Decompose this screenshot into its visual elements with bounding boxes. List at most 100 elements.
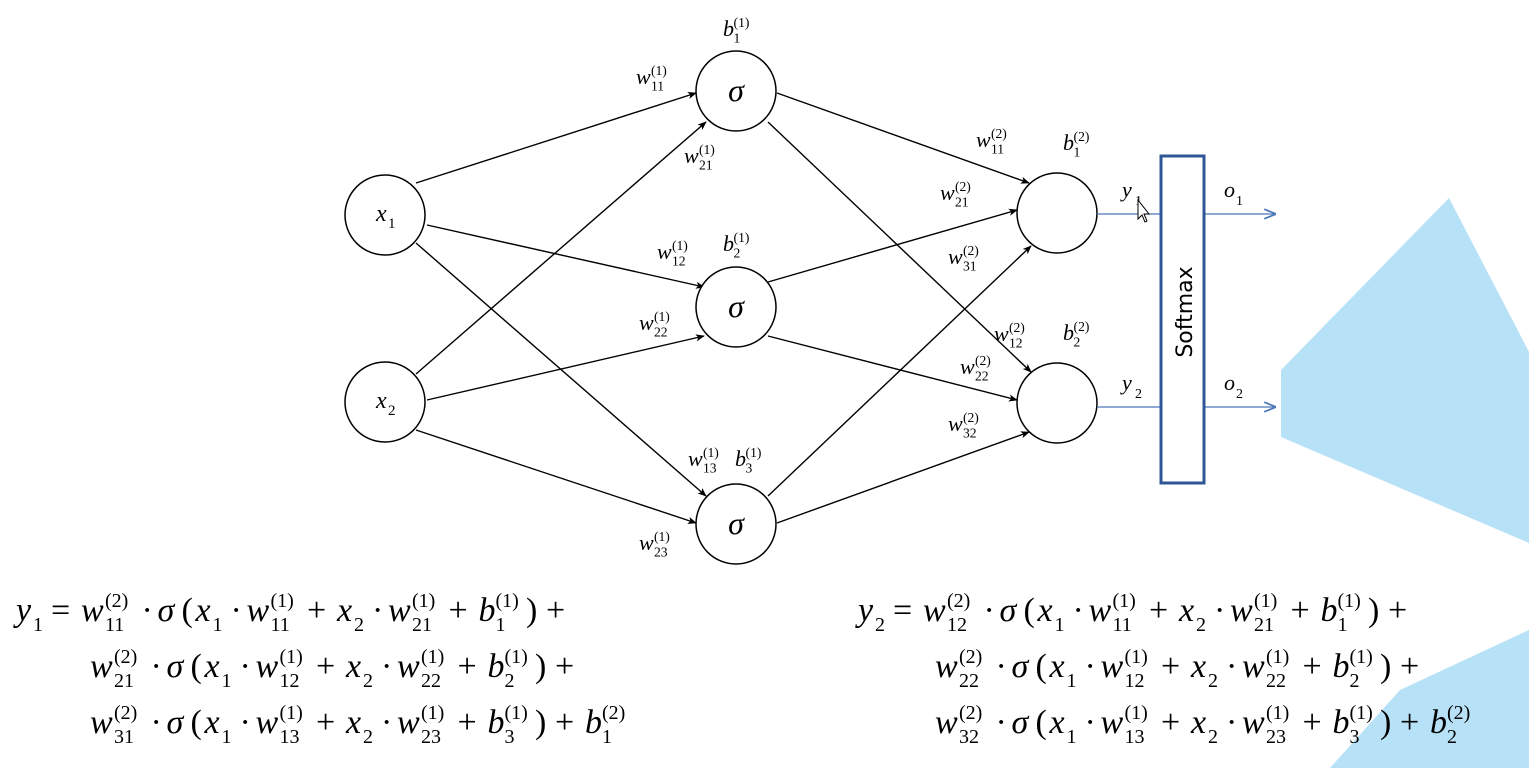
edge-h2-o2 [767, 335, 1018, 402]
svg-text:y: y [1120, 370, 1132, 395]
label-w13-1-base: w [688, 446, 703, 471]
eq-token: · [240, 648, 251, 685]
label-w13-1: w(1)13 [688, 445, 719, 476]
eq-token: + [316, 704, 335, 741]
eq-sub: 23 [421, 726, 441, 748]
eq-token: x [1037, 592, 1053, 629]
eq-token: x [336, 592, 352, 629]
eq-token: · [996, 648, 1007, 685]
eq-token: x [1190, 704, 1206, 741]
eq-token: σ [158, 592, 176, 629]
edge-h1-o2 [767, 121, 1032, 373]
input-node-x1: x 1 [344, 174, 426, 256]
label-b2-1-base: b [723, 231, 734, 256]
eq-sup: (1) [421, 646, 444, 668]
label-b2-1-sub: 2 [734, 246, 741, 261]
eq-sub: 3 [505, 726, 515, 748]
label-w22-1-base: w [639, 310, 654, 335]
label-b3-1: b(1)3 [735, 445, 761, 476]
eq-token: ) [1380, 648, 1391, 685]
output-node-1 [1016, 172, 1098, 254]
eq-sub: 21 [1254, 614, 1274, 636]
eq-token: x [345, 704, 361, 741]
eq-token: w [388, 592, 411, 629]
eq-token: + [307, 592, 326, 629]
label-w31-2-sup: (2) [963, 243, 979, 259]
eq-sup: (1) [1254, 590, 1277, 612]
label-b3-1-sup: (1) [746, 445, 762, 461]
label-b2-1: b(1)2 [723, 230, 749, 261]
eq-token: · [1226, 704, 1237, 741]
label-w21-1-base: w [684, 143, 699, 168]
eq-token: · [231, 592, 242, 629]
eq-sub: 31 [114, 726, 134, 748]
eq-sup: (1) [1338, 590, 1361, 612]
eq-token: + [1149, 592, 1168, 629]
eq-token: + [555, 704, 574, 741]
eq-sup: (1) [412, 590, 435, 612]
svg-text:y: y [1120, 177, 1132, 202]
input-x1-sub: 1 [388, 216, 396, 232]
eq-token: ( [191, 648, 202, 685]
eq-sub: 2 [354, 614, 364, 636]
eq-token: w [1101, 704, 1124, 741]
label-w12-2-base: w [994, 321, 1009, 346]
eq-token: σ [1012, 648, 1030, 685]
eq-token: w [397, 704, 420, 741]
eq-token: · [381, 648, 392, 685]
label-w12-1: w(1)12 [657, 238, 688, 269]
eq-token: w [256, 704, 279, 741]
label-b3-1-sub: 3 [746, 461, 753, 476]
eq-token: + [1400, 704, 1419, 741]
hidden-node-3: σ [695, 483, 777, 565]
eq-token: · [984, 592, 995, 629]
eq-token: · [381, 704, 392, 741]
label-b1-2-base: b [1063, 130, 1074, 155]
eq-token: + [1161, 648, 1180, 685]
eq-token: x [204, 704, 220, 741]
label-w12-2-sup: (2) [1009, 320, 1025, 336]
eq-sub: 1 [602, 726, 612, 748]
eq-sub: 2 [363, 670, 373, 692]
label-w31-2-base: w [948, 244, 963, 269]
label-w11-2-base: w [976, 127, 991, 152]
eq-token: x [1049, 648, 1065, 685]
sigma-symbol-1: σ [728, 72, 745, 108]
label-w12-1-sup: (1) [672, 238, 688, 254]
eq-token: · [1073, 592, 1084, 629]
eq-token: ) [535, 648, 546, 685]
edge-h1-o1 [776, 92, 1030, 184]
eq-token: w [1089, 592, 1112, 629]
label-w21-2-sub: 21 [955, 195, 969, 210]
eq-token: ( [191, 704, 202, 741]
edge-h2-o1 [767, 208, 1018, 283]
softmax-label: Softmax [1173, 266, 1198, 357]
eq-token: σ [1012, 704, 1030, 741]
eq-sup: (1) [1125, 702, 1148, 724]
label-w21-2-sup: (2) [955, 179, 971, 195]
edge-h3-o1 [767, 245, 1032, 497]
label-w32-2-sup: (2) [963, 410, 979, 426]
label-b2-1-sup: (1) [734, 230, 750, 246]
eq-sub: 2 [1208, 726, 1218, 748]
svg-text:2: 2 [1135, 387, 1142, 402]
eq-token: + [555, 648, 574, 685]
eq-sub: 22 [1266, 670, 1286, 692]
eq-token: = [51, 592, 70, 629]
label-b2-2-base: b [1063, 320, 1074, 345]
eq-sub: 2 [1350, 670, 1360, 692]
label-w11-1-base: w [636, 64, 651, 89]
label-w23-1-sub: 23 [654, 545, 668, 560]
eq-token: x [1178, 592, 1194, 629]
eq-sup: (1) [1350, 702, 1373, 724]
eq-sub: 11 [105, 614, 124, 636]
eq-token: + [1303, 648, 1322, 685]
eq-sup: (2) [959, 702, 982, 724]
input-x1-var: x [375, 201, 387, 227]
eq-sup: (2) [105, 590, 128, 612]
input-x2-sub: 2 [388, 403, 396, 419]
eq-token: + [1303, 704, 1322, 741]
